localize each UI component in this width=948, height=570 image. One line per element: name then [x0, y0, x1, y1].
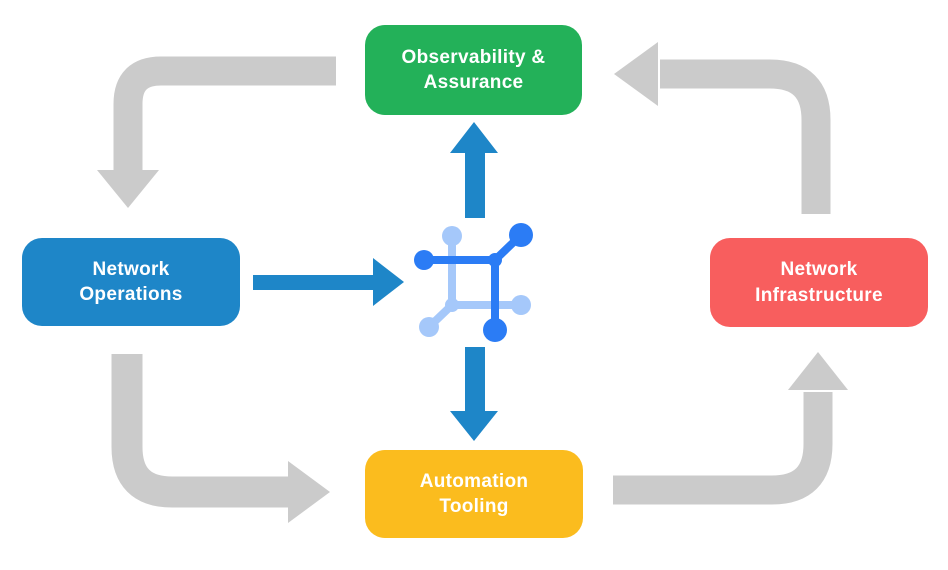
- arrowhead-right-icon: [373, 258, 404, 306]
- node-label-line2: Infrastructure: [755, 284, 883, 306]
- arrow-elbow: [113, 56, 336, 172]
- node-automation-tooling: Automation Tooling: [365, 450, 583, 538]
- arrowhead-down-icon: [450, 411, 498, 441]
- arrow-elbow: [111, 354, 290, 508]
- arrowhead-up-icon: [450, 122, 498, 153]
- arrow-automation-to-infrastructure: [613, 352, 848, 505]
- icon-node-top: [442, 226, 462, 246]
- arrow-center-to-automation: [450, 347, 498, 441]
- node-label-line2: Assurance: [423, 72, 524, 93]
- node-label-line2: Tooling: [439, 496, 509, 517]
- node-label-line2: Operations: [79, 284, 183, 305]
- icon-node-bottom-left: [419, 317, 439, 337]
- arrow-elbow: [660, 59, 831, 214]
- arrow-shaft: [465, 151, 485, 218]
- node-observability-assurance: Observability & Assurance: [365, 25, 582, 115]
- arrowhead-down-icon: [97, 170, 159, 208]
- icon-corner-tr-dot: [488, 253, 502, 267]
- arrow-elbow: [613, 392, 833, 505]
- node-network-operations: Network Operations: [22, 238, 240, 326]
- icon-node-left: [414, 250, 434, 270]
- icon-corner-bl-dot: [445, 298, 459, 312]
- icon-node-top-right: [509, 223, 533, 247]
- arrow-shaft: [253, 275, 375, 290]
- node-label-line1: Automation: [419, 470, 529, 492]
- arrow-operations-to-center: [253, 258, 404, 306]
- arrow-center-to-observability: [450, 122, 498, 218]
- arrowhead-up-icon: [788, 352, 848, 390]
- node-label-line1: Network: [92, 258, 170, 280]
- node-network-infrastructure: Network Infrastructure: [710, 238, 928, 327]
- icon-node-bottom: [483, 318, 507, 342]
- arrow-observability-to-operations: [97, 56, 336, 208]
- arrowhead-right-icon: [288, 461, 330, 523]
- icon-node-right: [511, 295, 531, 315]
- arrow-infrastructure-to-observability: [614, 42, 831, 214]
- node-label-line1: Network: [780, 259, 858, 281]
- arrow-operations-to-automation: [111, 354, 330, 523]
- arrow-shaft: [465, 347, 485, 413]
- arrowhead-left-icon: [614, 42, 658, 106]
- network-mesh-icon: [414, 223, 533, 342]
- node-label-line1: Observability &: [401, 46, 546, 68]
